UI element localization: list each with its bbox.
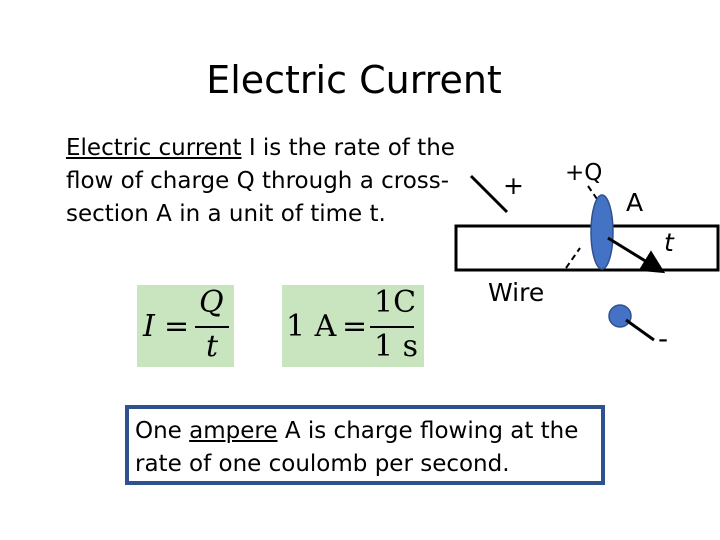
note-prefix: One	[135, 418, 190, 444]
cross-section-area	[590, 194, 614, 270]
plus-sign: +	[503, 171, 524, 200]
cross-section-edge-bottom	[565, 247, 581, 269]
ampere-formula: 1 A = 1C 1 s	[282, 285, 424, 367]
formula1-fraction-bar	[195, 326, 229, 328]
formula2-numerator: 1C	[374, 285, 417, 320]
wire-label: Wire	[488, 278, 545, 307]
time-label: t	[664, 228, 674, 257]
definition-term: Electric current	[66, 135, 242, 161]
formula1-eq: =	[164, 309, 190, 344]
definition-text: Electric current I is the rate of the fl…	[66, 132, 456, 231]
note-rest: A is charge flowing at the rate of one c…	[135, 418, 579, 477]
definition-rest: I is the rate of the flow of charge Q th…	[66, 135, 455, 227]
formula2-fraction-bar	[370, 326, 414, 328]
charge-label: +Q	[565, 160, 603, 186]
wire-body	[454, 224, 720, 272]
formula1-denominator: t	[206, 329, 219, 364]
formula2-eq: =	[342, 309, 368, 344]
ampere-definition-box: One ampere A is charge flowing at the ra…	[125, 405, 605, 485]
note-term: ampere	[189, 418, 278, 444]
negative-charge	[608, 304, 632, 328]
formula2-lhs: 1 A	[286, 309, 337, 344]
formula2-denominator: 1 s	[374, 329, 419, 364]
formula1-numerator: Q	[199, 285, 224, 320]
formula1-lhs: I	[143, 309, 155, 344]
current-formula: I = Q t	[137, 285, 234, 367]
slide-title: Electric Current	[206, 58, 502, 102]
positive-charge-arrow	[469, 174, 509, 214]
negative-charge-arrow	[625, 318, 655, 342]
current-direction-arrow	[607, 236, 666, 274]
minus-sign: -	[658, 322, 669, 355]
area-label: A	[626, 188, 644, 217]
